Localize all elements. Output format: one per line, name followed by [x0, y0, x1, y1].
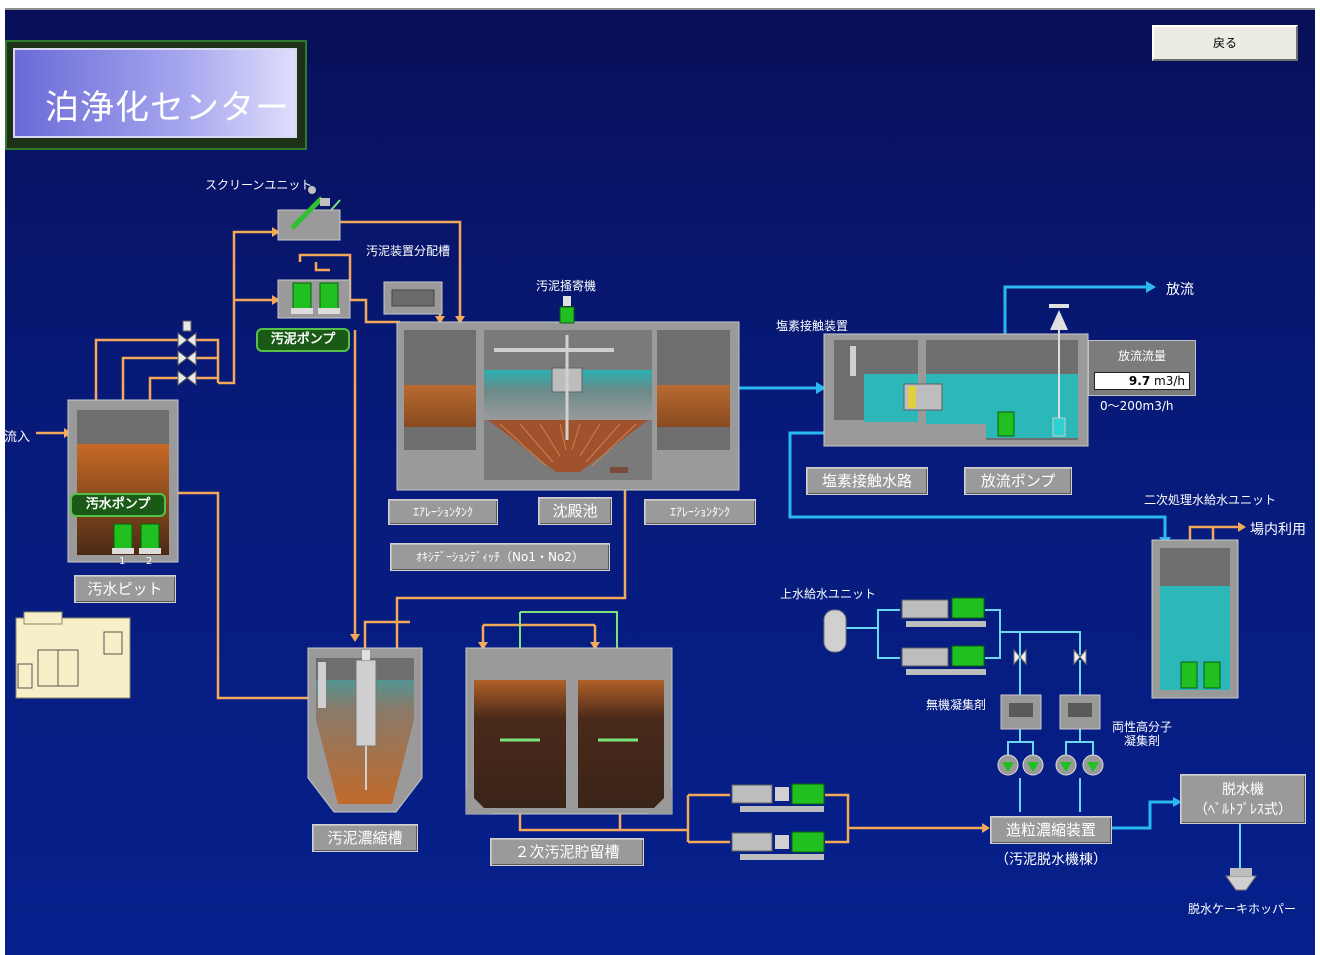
- sewage-pit-plate[interactable]: 汚水ピット: [74, 575, 176, 603]
- screen-unit: [277, 186, 341, 241]
- screen-unit-label: スクリーンユニット: [205, 178, 313, 192]
- dehydrator-title: 脱水機: [1222, 782, 1264, 798]
- onsite-use-label: 場内利用: [1250, 522, 1306, 538]
- polymer-label-1: 両性高分子: [1112, 720, 1173, 734]
- flow-readout-title: 放流流量: [1117, 349, 1166, 363]
- sewage-pump-tag[interactable]: 汚水ポンプ: [70, 493, 166, 517]
- sludge-pump-unit: [277, 279, 351, 319]
- secondary-sludge-storage: [465, 647, 673, 815]
- sludge-arrows: [64, 227, 1246, 833]
- flow-value: 9.7: [1128, 374, 1151, 388]
- collector-label: 汚泥掻寄機: [536, 279, 597, 293]
- polymer-label-2: 凝集剤: [1124, 734, 1161, 748]
- water-supply-pumps: [823, 597, 986, 675]
- hopper-label: 脱水ケーキホッパー: [1188, 902, 1297, 916]
- sludge-pump-tag[interactable]: 汚泥ポンプ: [256, 328, 350, 352]
- coagulant-units: [997, 648, 1104, 776]
- sludge-distributor: [383, 281, 443, 315]
- aeration-right-plate[interactable]: ｴｱﾚｰｼｮﾝﾀﾝｸ: [644, 499, 756, 525]
- chlorine-device-label: 塩素接触装置: [776, 319, 849, 333]
- sludge-thickener-plate[interactable]: 汚泥濃縮槽: [312, 824, 418, 852]
- discharge-label: 放流: [1166, 282, 1194, 298]
- cake-hopper: [1225, 868, 1257, 891]
- distributor-label: 汚泥装置分配槽: [366, 244, 451, 258]
- secondary-unit-label: 二次処理水給水ユニット: [1144, 493, 1277, 507]
- inorganic-coagulant-label: 無機凝集剤: [926, 698, 987, 712]
- chlorine-contact-tank: [823, 304, 1089, 447]
- valve-cluster: [177, 320, 197, 387]
- inflow-label: 流入: [4, 430, 31, 445]
- oxidation-ditch-plate[interactable]: ｵｷｼﾃﾞｰｼｮﾝﾃﾞｨｯﾁ（No1・No2）: [390, 543, 610, 571]
- granulation-plate[interactable]: 造粒濃縮装置: [990, 816, 1112, 844]
- dehydrator-subtitle: （ﾍﾞﾙﾄﾌﾟﾚｽ式）: [1194, 802, 1292, 818]
- chlorine-channel-plate[interactable]: 塩素接触水路: [806, 467, 928, 495]
- water-supply-pipes: [846, 609, 1241, 872]
- page-title: 泊浄化センター: [45, 88, 290, 128]
- title-inner: 泊浄化センター: [13, 48, 297, 138]
- flow-readout-value-box: 9.7 m3/h: [1094, 372, 1190, 390]
- secondary-water-unit: [1151, 539, 1239, 699]
- pump-number-2: 2: [146, 556, 153, 567]
- aeration-left-plate[interactable]: ｴｱﾚｰｼｮﾝﾀﾝｸ: [388, 499, 498, 525]
- back-button[interactable]: 戻る: [1152, 25, 1298, 61]
- water-supply-label: 上水給水ユニット: [780, 587, 877, 601]
- secondary-storage-plate[interactable]: ２次汚泥貯留槽: [490, 838, 644, 866]
- flow-readout: 放流流量 9.7 m3/h: [1088, 340, 1196, 396]
- flow-unit: m3/h: [1154, 374, 1185, 388]
- flow-range: 0～200m3/h: [1100, 399, 1174, 413]
- generator: [15, 611, 131, 699]
- pump-number-1: 1: [119, 556, 126, 567]
- sewage-pit: [67, 399, 179, 563]
- settling-plate[interactable]: 沈殿池: [538, 497, 612, 525]
- granulation-sublabel: （汚泥脱水機棟）: [995, 852, 1107, 868]
- title-panel: 泊浄化センター: [5, 40, 307, 150]
- sludge-thickener: [307, 647, 423, 813]
- transfer-pumps: [731, 783, 825, 860]
- aeration-settling-complex: [396, 296, 740, 491]
- discharge-pump-plate[interactable]: 放流ポンプ: [964, 467, 1072, 495]
- dehydrator-plate[interactable]: 脱水機 （ﾍﾞﾙﾄﾌﾟﾚｽ式）: [1180, 774, 1306, 824]
